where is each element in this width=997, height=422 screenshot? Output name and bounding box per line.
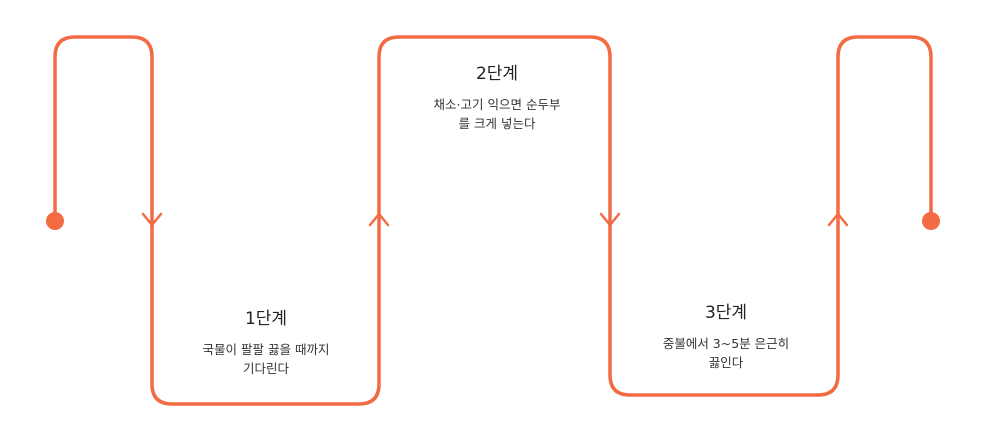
step-3-description-line-1: 중불에서 3~5분 은근히 — [662, 336, 790, 351]
arrow-up-icon — [368, 212, 390, 227]
step-1-description: 국물이 팔팔 끓을 때까지 기다린다 — [146, 340, 386, 378]
arrow-down-icon — [599, 212, 621, 227]
step-2: 2단계 채소·고기 익으면 순두부 를 크게 넣는다 — [377, 63, 617, 133]
flow-path — [53, 35, 933, 406]
step-2-description: 채소·고기 익으면 순두부 를 크게 넣는다 — [377, 95, 617, 133]
step-2-title: 2단계 — [475, 64, 519, 84]
step-2-description-line-1: 채소·고기 익으면 순두부 — [433, 97, 561, 112]
step-1-description-line-2: 기다린다 — [242, 361, 289, 376]
step-3-title: 3단계 — [704, 303, 748, 323]
step-2-description-line-2: 를 크게 넣는다 — [458, 116, 536, 131]
arrow-down-icon — [141, 212, 163, 227]
arrow-up-icon — [827, 212, 849, 227]
step-3-description: 중불에서 3~5분 은근히 끓인다 — [606, 334, 846, 372]
end-dot — [922, 212, 940, 230]
step-1-description-line-1: 국물이 팔팔 끓을 때까지 — [202, 342, 330, 357]
step-1: 1단계 국물이 팔팔 끓을 때까지 기다린다 — [146, 308, 386, 378]
step-1-title: 1단계 — [244, 309, 288, 329]
step-3-description-line-2: 끓인다 — [708, 355, 744, 370]
start-dot — [46, 212, 64, 230]
step-3: 3단계 중불에서 3~5분 은근히 끓인다 — [606, 302, 846, 372]
